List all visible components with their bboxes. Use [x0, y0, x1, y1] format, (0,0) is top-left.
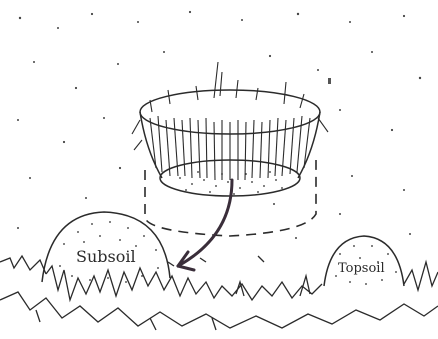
background-dots: [17, 11, 421, 239]
subsoil-label: Subsoil: [76, 247, 136, 266]
topsoil-label: Topsoil: [338, 261, 385, 276]
lifted-sod-plug: [132, 62, 328, 196]
curved-arrow-icon: [178, 180, 232, 270]
